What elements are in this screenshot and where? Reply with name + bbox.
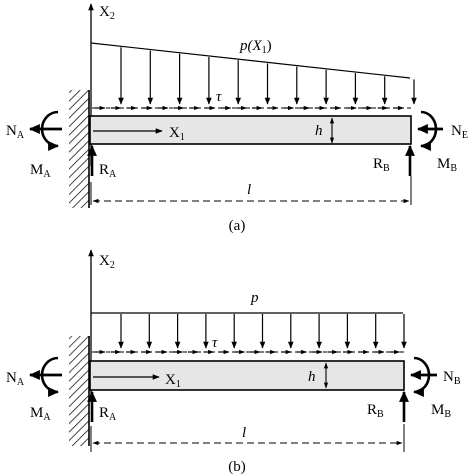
distributed-load-arrows <box>118 47 417 105</box>
moment-right-label: MB <box>437 156 457 174</box>
moment-left-label: MA <box>30 405 51 423</box>
axis-x2-label: X2 <box>99 253 115 271</box>
moment-left <box>40 356 60 397</box>
beam <box>89 360 405 391</box>
load-label: p <box>250 290 259 306</box>
beam <box>89 115 412 145</box>
panel-a: X2 p(X1) τ X1 h NA MA RA NE MB RB <box>6 3 468 234</box>
moment-right <box>412 356 431 397</box>
reaction-right-label: RB <box>367 402 384 420</box>
shear-label: τ <box>216 89 222 105</box>
length-label: l <box>247 182 251 198</box>
fixed-support-hatch <box>69 336 89 446</box>
reaction-right-label: RB <box>373 156 390 174</box>
distributed-load-line <box>90 42 411 79</box>
reaction-left-label: RA <box>99 405 117 423</box>
moment-left-label: MA <box>30 162 51 180</box>
normal-force-right-label: NB <box>443 369 461 387</box>
axis-x1-label: X1 <box>165 372 181 390</box>
normal-force-left-label: NA <box>6 123 25 141</box>
panel-b: X2 p τ X1 h NA MA RA NB MB RB l (b) <box>6 249 461 475</box>
height-label: h <box>315 123 323 139</box>
fixed-support-hatch <box>69 90 89 208</box>
moment-right-label: MB <box>431 402 451 420</box>
load-label: p(X1) <box>239 38 272 56</box>
distributed-load-arrows <box>118 314 407 349</box>
normal-force-left-label: NA <box>6 370 25 388</box>
moment-left <box>40 110 60 151</box>
normal-force-right-label: NE <box>451 123 468 141</box>
axis-x1-label: X1 <box>169 125 185 143</box>
reaction-left-label: RA <box>99 162 117 180</box>
length-label: l <box>242 425 246 441</box>
height-label: h <box>308 369 316 385</box>
caption-b: (b) <box>228 459 246 475</box>
shear-label: τ <box>212 335 218 351</box>
axis-x2-label: X2 <box>99 4 115 22</box>
caption-a: (a) <box>229 218 246 234</box>
moment-right <box>419 110 438 151</box>
